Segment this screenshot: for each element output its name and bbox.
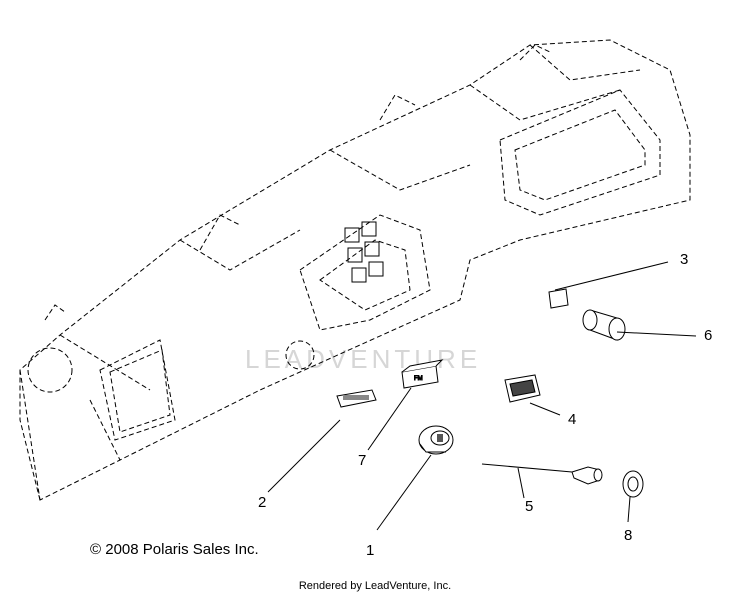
callouts: 3 6 4 2 7 1 5 8 (258, 251, 712, 559)
callout-5: 5 (525, 498, 533, 515)
part-7-module: FM (401, 359, 444, 389)
callout-3: 3 (680, 251, 688, 268)
part-5-power-adapter (481, 463, 603, 485)
part-3-plug (548, 288, 569, 309)
part-4-rocker-switch (504, 374, 541, 403)
svg-text:FM: FM (414, 376, 423, 382)
copyright-symbol: © (90, 541, 102, 558)
callout-2: 2 (258, 494, 266, 511)
part-2-switch-bezel (336, 389, 377, 408)
rendered-by-footer: Rendered by LeadVenture, Inc. (298, 580, 452, 592)
callout-1: 1 (366, 542, 374, 559)
callout-6: 6 (704, 327, 712, 344)
part-8-nut (622, 470, 644, 498)
copyright-text: 2008 Polaris Sales Inc. (105, 541, 259, 558)
callout-7: 7 (358, 452, 366, 469)
callout-4: 4 (568, 411, 576, 428)
part-6-cylinder (582, 309, 626, 341)
watermark-text: LEADVENTURE (245, 344, 481, 374)
leader-lines (267, 261, 697, 531)
callout-8: 8 (624, 527, 632, 544)
copyright-notice: © 2008 Polaris Sales Inc. (90, 541, 259, 558)
dashboard-assembly (19, 39, 691, 501)
switch-panel (344, 221, 384, 283)
part-1-ignition-switch (418, 425, 454, 455)
